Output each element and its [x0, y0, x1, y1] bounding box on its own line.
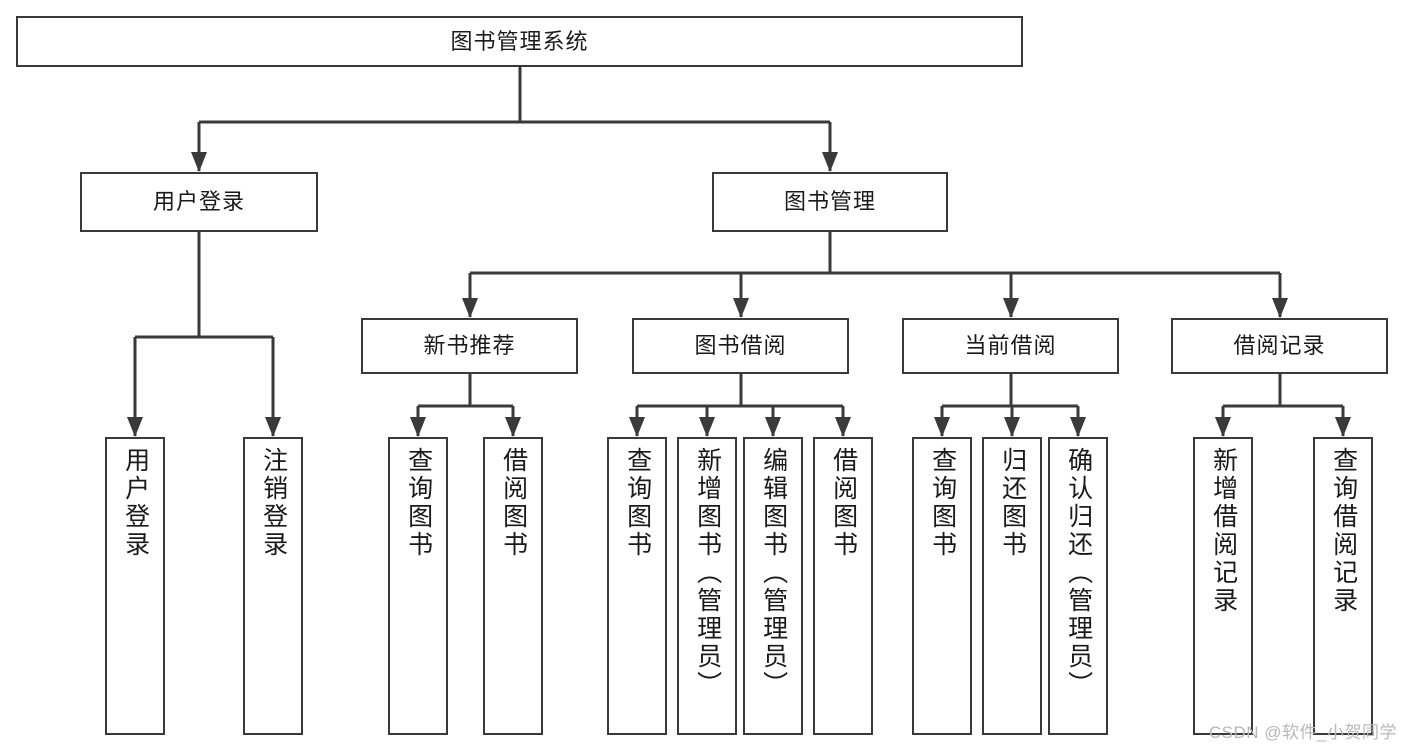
arrow-head-manage-to-level3-2: [1003, 298, 1019, 318]
arrow-head-borrow-to-leaves-3: [835, 417, 851, 437]
node-label-leaf-query-book-1: 查询图书: [404, 447, 433, 559]
node-leaf-edit-book[interactable]: 编辑图书（管理员）: [743, 437, 803, 735]
arrow-head-current-to-leaves-1: [1004, 417, 1020, 437]
node-label-new-book-rec: 新书推荐: [423, 333, 516, 359]
arrow-head-record-to-leaves-1: [1335, 417, 1351, 437]
node-leaf-query-book-1[interactable]: 查询图书: [388, 437, 448, 735]
arrow-head-borrow-to-leaves-2: [765, 417, 781, 437]
arrow-head-manage-to-level3-1: [733, 298, 749, 318]
arrow-head-current-to-leaves-0: [934, 417, 950, 437]
node-borrow-record[interactable]: 借阅记录: [1171, 318, 1388, 374]
node-label-book-borrow: 图书借阅: [694, 333, 787, 359]
node-label-leaf-borrow-book-2: 借阅图书: [829, 447, 858, 559]
node-label-leaf-add-record: 新增借阅记录: [1209, 447, 1238, 615]
node-leaf-borrow-book-2[interactable]: 借阅图书: [813, 437, 873, 735]
node-label-leaf-query-book-3: 查询图书: [928, 447, 957, 559]
node-leaf-query-record[interactable]: 查询借阅记录: [1313, 437, 1373, 735]
node-book-manage[interactable]: 图书管理: [712, 172, 948, 232]
node-book-borrow[interactable]: 图书借阅: [632, 318, 849, 374]
arrow-head-newbook-to-leaves-0: [410, 417, 426, 437]
node-label-current-borrow: 当前借阅: [964, 333, 1057, 359]
arrow-head-root-to-level2-0: [191, 152, 207, 172]
node-label-book-manage: 图书管理: [783, 189, 876, 215]
node-current-borrow[interactable]: 当前借阅: [902, 318, 1119, 374]
arrow-head-record-to-leaves-0: [1215, 417, 1231, 437]
arrow-head-root-to-level2-1: [822, 152, 838, 172]
node-leaf-add-record[interactable]: 新增借阅记录: [1193, 437, 1253, 735]
arrow-head-manage-to-level3-3: [1272, 298, 1288, 318]
node-label-root: 图书管理系统: [450, 28, 589, 54]
node-label-leaf-query-record: 查询借阅记录: [1329, 447, 1358, 615]
node-leaf-user-logout[interactable]: 注销登录: [243, 437, 303, 735]
node-label-leaf-borrow-book-1: 借阅图书: [499, 447, 528, 559]
arrow-head-login-to-leaves-1: [265, 417, 281, 437]
node-label-leaf-user-login: 用户登录: [121, 447, 150, 559]
node-leaf-borrow-book-1[interactable]: 借阅图书: [483, 437, 543, 735]
node-root[interactable]: 图书管理系统: [16, 16, 1023, 67]
arrow-head-borrow-to-leaves-1: [699, 417, 715, 437]
node-label-leaf-confirm-return: 确认归还（管理员）: [1064, 447, 1093, 699]
node-leaf-return-book[interactable]: 归还图书: [982, 437, 1042, 735]
node-leaf-user-login[interactable]: 用户登录: [105, 437, 165, 735]
node-leaf-query-book-3[interactable]: 查询图书: [912, 437, 972, 735]
arrow-head-login-to-leaves-0: [127, 417, 143, 437]
node-label-user-login: 用户登录: [152, 189, 245, 215]
arrow-head-current-to-leaves-2: [1070, 417, 1086, 437]
arrow-head-borrow-to-leaves-0: [629, 417, 645, 437]
node-label-leaf-user-logout: 注销登录: [259, 447, 288, 559]
node-label-leaf-edit-book: 编辑图书（管理员）: [759, 447, 788, 699]
arrow-head-manage-to-level3-0: [462, 298, 478, 318]
node-leaf-confirm-return[interactable]: 确认归还（管理员）: [1048, 437, 1108, 735]
node-user-login[interactable]: 用户登录: [80, 172, 318, 232]
node-label-leaf-add-book: 新增图书（管理员）: [693, 447, 722, 699]
node-leaf-query-book-2[interactable]: 查询图书: [607, 437, 667, 735]
node-label-borrow-record: 借阅记录: [1233, 333, 1326, 359]
arrow-head-newbook-to-leaves-1: [505, 417, 521, 437]
node-leaf-add-book[interactable]: 新增图书（管理员）: [677, 437, 737, 735]
node-new-book-rec[interactable]: 新书推荐: [361, 318, 578, 374]
node-label-leaf-query-book-2: 查询图书: [623, 447, 652, 559]
node-label-leaf-return-book: 归还图书: [998, 447, 1027, 559]
